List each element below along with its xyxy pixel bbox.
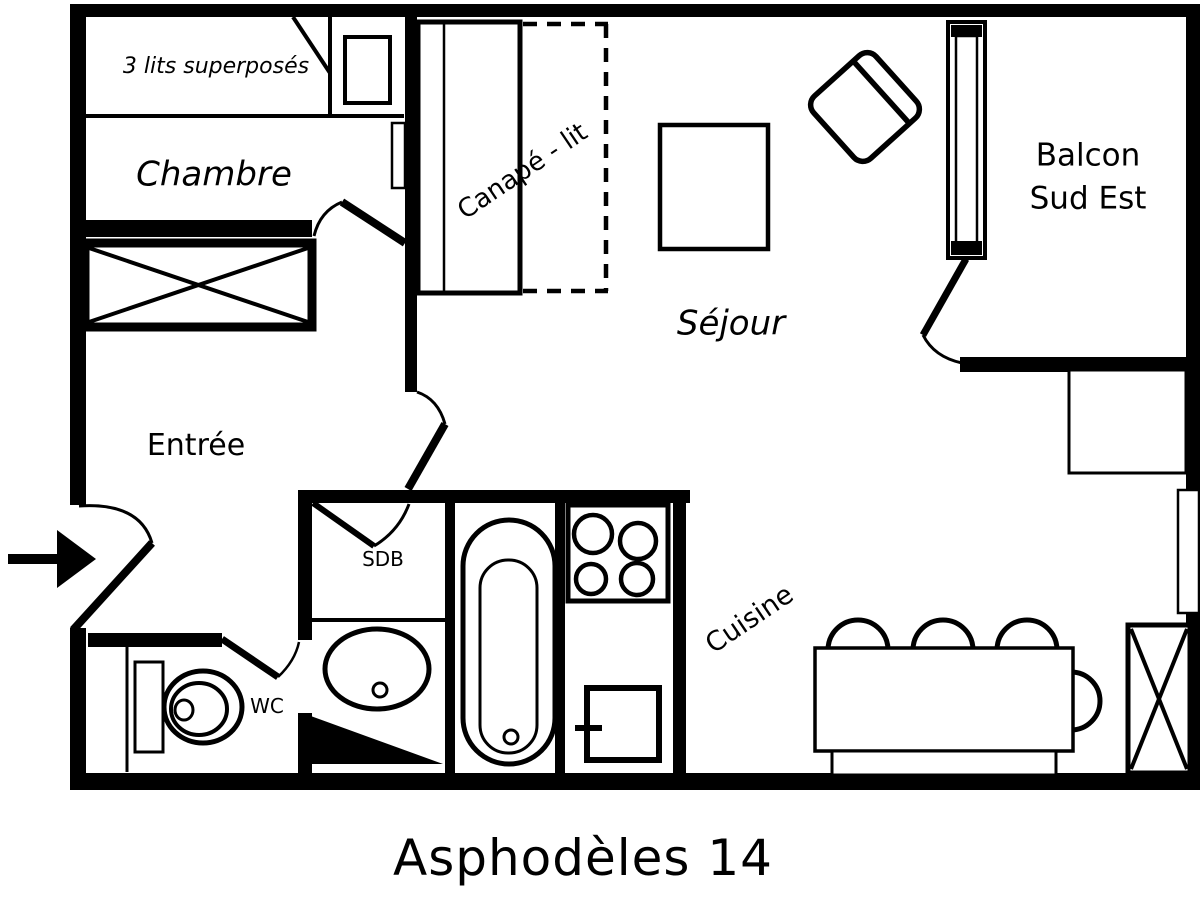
wall-left-lower [70,628,86,790]
sejour-sideboard [1067,368,1188,475]
wall-chambre-right [405,14,417,392]
label-entree: Entrée [146,428,246,463]
dining-chair-icon [910,617,976,651]
drain-icon [371,681,389,699]
label-balcon-line2: Sud Est [1029,181,1147,217]
wall-top [70,4,1200,17]
fridge [575,685,662,763]
bathroom-sink [307,618,445,712]
dining-bench [830,749,1058,777]
floor-plan-drawing [8,4,1200,790]
label-bunk-beds: 3 lits superposés [122,53,310,79]
dining-chair-icon [1070,669,1103,733]
wall-kitchen-right [673,492,686,775]
nightstand [343,35,392,105]
bathtub [460,517,558,767]
chambre-wall-shelf [390,121,407,190]
wall-left-upper [70,4,86,505]
label-balcon-line1: Balcon [1035,137,1141,174]
wall-chambre-bottom [77,220,312,237]
wall-balcony-bottom [960,357,1186,372]
dining-chair-icon [994,617,1060,651]
plan-title: Asphodèles 14 [393,829,773,887]
dining-chairs [825,617,1103,733]
wc-door [220,636,301,680]
balcony-door [919,257,970,365]
sejour-table [657,122,771,252]
bathroom-corner-triangle [308,715,443,764]
wall-sdb-left-upper [298,490,312,640]
wall-bath-right [555,503,565,775]
armchair [807,49,923,165]
burner-icon [573,561,609,597]
wall-bath-left [445,503,455,775]
stove [565,502,671,604]
wall-sdb-kitchen-top [298,490,690,503]
dining-table [813,646,1075,753]
walls [70,4,1200,790]
burner-icon [617,520,659,562]
label-sejour: Séjour [676,303,786,344]
chambre-door [312,198,408,247]
drain-icon [502,728,520,746]
burner-icon [571,512,615,556]
toilet [125,634,245,772]
label-balcon: Balcon Sud Est [1030,135,1147,222]
label-chambre: Chambre [136,154,292,195]
closet-x [1125,622,1193,776]
wardrobe-chambre [80,238,317,332]
entry-arrow-icon [8,530,96,588]
sofa-bed [415,19,523,296]
balcony-window [946,20,987,260]
label-sdb: SDB [362,547,404,571]
sofa-bed-extension-dashed [523,21,609,294]
burner-icon [618,560,656,598]
sdb-door [311,500,411,549]
right-wall-window [1176,488,1200,615]
dining-chair-icon [825,617,891,651]
wall-bottom [70,773,1200,790]
entry-door [70,504,155,633]
bunk-bed [78,15,404,118]
doors [8,198,970,680]
label-wc: WC [250,694,284,718]
hall-door [404,390,449,491]
wall-wc-top [88,633,222,647]
